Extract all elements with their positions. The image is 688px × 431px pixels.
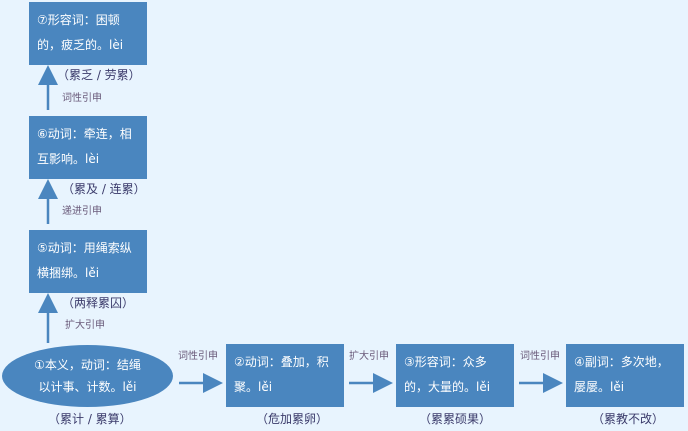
example-5: （两释累囚） bbox=[62, 296, 135, 310]
node-text: ⑦形容词：困顿 bbox=[37, 13, 120, 27]
example-1: （累计 / 累算） bbox=[48, 412, 132, 426]
relation-5-6: 递进引申 bbox=[62, 206, 102, 217]
example-7: （累乏 / 劳累） bbox=[57, 68, 141, 82]
node-text: 的，大量的。lěi bbox=[404, 380, 491, 394]
node-text: ⑥动词：牵连，相 bbox=[37, 127, 132, 141]
node-text: 屡屡。lěi bbox=[574, 380, 625, 394]
relation-6-7: 词性引申 bbox=[62, 93, 102, 104]
relation-1-2: 词性引申 bbox=[178, 351, 218, 362]
relation-1-5: 扩大引申 bbox=[65, 320, 105, 331]
relation-3-4: 词性引申 bbox=[520, 351, 560, 362]
node-text: ①本义，动词：结绳 bbox=[34, 358, 141, 372]
node-7: ⑦形容词：困顿的，疲乏的。lèi bbox=[29, 2, 147, 65]
node-text: ③形容词：众多 bbox=[404, 355, 487, 369]
node-2: ②动词：叠加，积聚。lěi bbox=[226, 344, 344, 407]
example-2: （危加累卵） bbox=[256, 412, 329, 426]
example-3: （累累硕果） bbox=[419, 412, 492, 426]
node-1: ①本义，动词：结绳以计事、计数。lěi bbox=[2, 345, 173, 407]
node-text: ④副词：多次地， bbox=[574, 355, 669, 369]
node-5: ⑤动词：用绳索纵横捆绑。lěi bbox=[29, 230, 147, 293]
node-text: 的，疲乏的。lèi bbox=[37, 38, 124, 52]
node-6: ⑥动词：牵连，相互影响。lèi bbox=[29, 116, 147, 179]
node-text: 聚。lěi bbox=[234, 380, 273, 394]
node-text: ⑤动词：用绳索纵 bbox=[37, 241, 132, 255]
node-text: ②动词：叠加，积 bbox=[234, 355, 329, 369]
example-6: （累及 / 连累） bbox=[62, 182, 146, 196]
node-text: 以计事、计数。lěi bbox=[38, 380, 137, 394]
node-text: 互影响。lèi bbox=[37, 152, 100, 166]
node-3: ③形容词：众多的，大量的。lěi bbox=[396, 344, 514, 407]
node-4: ④副词：多次地， 屡屡。lěi bbox=[566, 344, 684, 407]
relation-2-3: 扩大引申 bbox=[349, 351, 389, 362]
node-text: 横捆绑。lěi bbox=[37, 266, 100, 280]
example-4: （累教不改） bbox=[592, 412, 665, 426]
